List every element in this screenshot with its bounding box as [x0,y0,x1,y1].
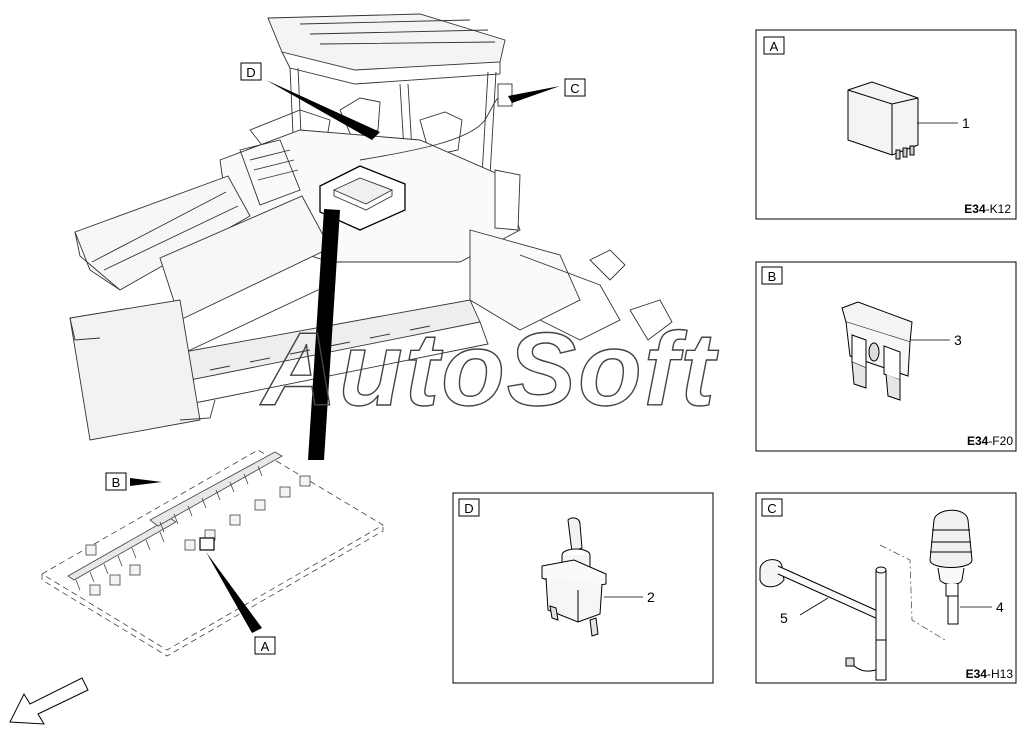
panel-c: C 4 5 E34-H13 [755,492,1017,684]
callout-tag-b-board-text: B [112,475,121,490]
panel-c-part-number-5: 5 [780,610,788,626]
panel-a-code-bold: E34 [964,202,986,216]
panel-b-letter: B [768,269,777,284]
panel-b-code-bold: E34 [967,434,989,448]
callout-tag-a-board: A [254,636,276,655]
direction-arrow-icon [9,677,89,725]
callout-tag-d-main: D [240,62,262,81]
panel-b: B 3 E34-F20 [755,261,1017,452]
panel-c-code: E34-H13 [966,667,1014,681]
panel-d: D 2 [452,492,714,684]
callout-tag-d-main-text: D [246,65,255,80]
panel-c-code-bold: E34 [966,667,988,681]
panel-a: A 1 E34-K12 [755,29,1017,220]
panel-c-letter: C [767,501,776,516]
callout-pointers-main [266,80,560,460]
relay-icon [847,81,919,160]
watermark: AutoSoft [259,312,719,428]
callout-pointers-board [130,478,262,633]
panel-a-letter: A [770,39,779,54]
beacon-bracket-icon [759,559,887,681]
panel-a-code: E34-K12 [964,202,1011,216]
relay-board-illustration [41,449,384,657]
panel-d-letter: D [464,501,473,516]
beacon-light-icon [929,509,973,625]
panel-d-part-number: 2 [647,589,655,605]
callout-tag-b-board: B [105,472,127,491]
callout-tag-a-board-text: A [261,639,270,654]
panel-a-code-rest: -K12 [986,202,1012,216]
callout-tag-c-main-text: C [570,81,579,96]
panel-c-part-number-4: 4 [996,599,1004,615]
panel-b-part-number: 3 [954,332,962,348]
panel-c-code-rest: -H13 [987,667,1013,681]
toggle-switch-icon [541,517,607,637]
panel-b-code: E34-F20 [967,434,1013,448]
blade-fuse-icon [841,301,913,401]
panel-b-code-rest: -F20 [988,434,1013,448]
panel-a-part-number: 1 [962,115,970,131]
callout-tag-c-main: C [564,78,586,97]
